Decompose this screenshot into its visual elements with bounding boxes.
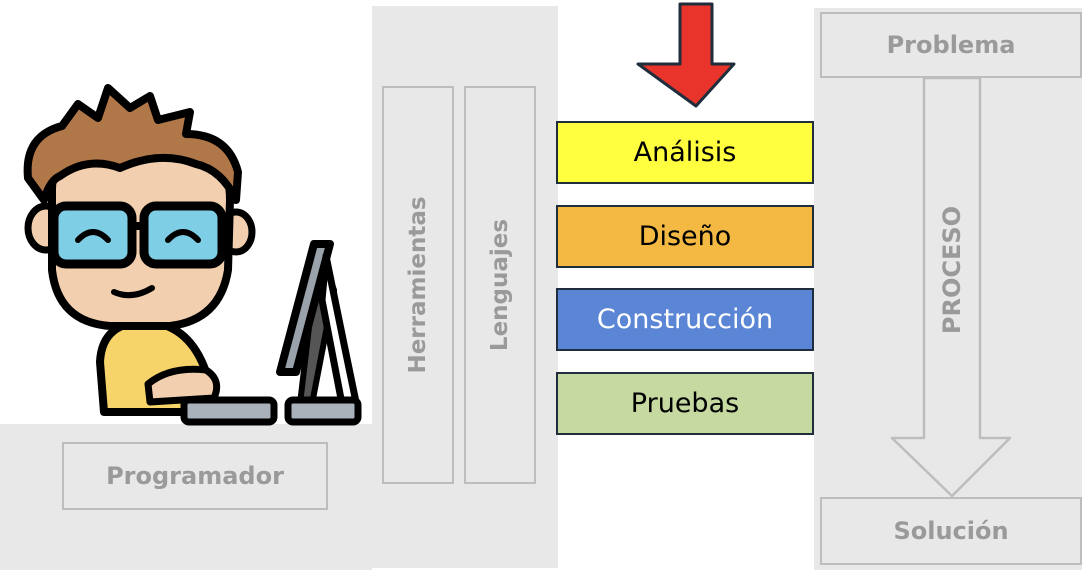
keyboard-right [284,396,362,426]
problema-box: Problema [820,12,1082,78]
stage-pruebas: Pruebas [556,372,814,435]
solucion-box: Solución [820,497,1082,565]
lenguajes-label: Lenguajes [487,218,513,352]
hand [144,365,221,406]
hair [23,84,242,204]
proceso-label-wrap: PROCESO [920,160,984,380]
stage-construccion: Construcción [556,288,814,351]
solucion-label: Solución [893,517,1009,545]
stage-analisis-label: Análisis [633,137,737,168]
keyboard-left [180,396,278,426]
programmer-label-box: Programador [62,442,328,510]
problema-label: Problema [886,31,1016,59]
down-arrow-icon [636,2,736,108]
herramientas-label: Herramientas [405,196,431,374]
stage-analisis: Análisis [556,121,814,184]
monitor-screen [276,240,334,376]
herramientas-box: Herramientas [382,86,454,484]
stage-pruebas-label: Pruebas [630,388,740,419]
stage-construccion-label: Construcción [596,304,774,335]
process-arrow-icon [890,76,1012,498]
stage-diseno-label: Diseño [638,221,732,252]
programmer-illustration [23,84,362,426]
programmer-label: Programador [106,462,284,490]
lenguajes-box: Lenguajes [464,86,536,484]
stage-diseno: Diseño [556,205,814,268]
proceso-label: PROCESO [938,205,966,335]
